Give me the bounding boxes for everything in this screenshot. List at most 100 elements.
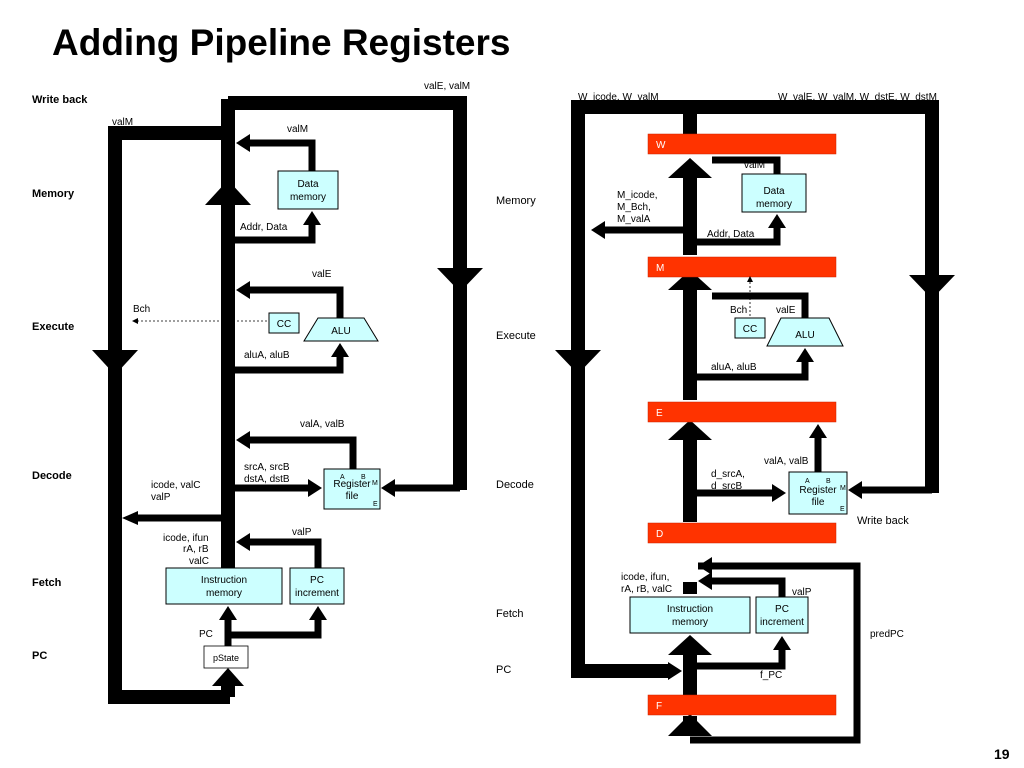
right-regfile-port-m: M <box>840 485 846 492</box>
right-alu <box>766 317 844 347</box>
right-data-memory-line2: memory <box>756 199 792 210</box>
left-sig-valm-outer: valM <box>112 117 133 128</box>
right-regfile-port-e: E <box>840 506 845 513</box>
right-sig-w-icode-valm: W_icode, W_valM <box>578 92 659 103</box>
left-stage-writeback: Write back <box>32 94 88 106</box>
left-regfile-port-e: E <box>373 501 378 508</box>
left-sig-valp-out: valP <box>151 492 171 503</box>
left-pc-inc-arrow <box>309 606 327 620</box>
left-sig-vale-valm: valE, valM <box>424 81 470 92</box>
right-sig-bch: Bch <box>730 305 747 316</box>
left-spine-up-arrowhead <box>205 180 251 205</box>
left-pstate-arrow <box>212 668 244 686</box>
right-sig-vale: valE <box>776 305 796 316</box>
left-pc-increment-line2: increment <box>295 588 339 599</box>
right-stage-execute: Execute <box>496 330 536 342</box>
left-stage-execute: Execute <box>32 321 74 333</box>
right-stage-pc: PC <box>496 664 511 676</box>
right-stage-fetch: Fetch <box>496 608 524 620</box>
left-sig-valp: valP <box>292 527 312 538</box>
right-register-w <box>647 133 837 155</box>
left-vale-arrow <box>236 281 250 299</box>
left-data-memory-line2: memory <box>290 192 326 203</box>
left-sig-alua-alub: aluA, aluB <box>244 350 290 361</box>
left-alua-alub-arrow <box>331 343 349 357</box>
right-register-w-label: W <box>656 140 666 151</box>
right-register-m <box>647 256 837 278</box>
right-src-arrow <box>772 484 786 502</box>
left-alu <box>303 317 379 342</box>
right-sig-m-vala: M_valA <box>617 214 651 225</box>
right-sig-valp: valP <box>792 587 812 598</box>
right-stage-decode: Decode <box>496 479 534 491</box>
right-w-writeback-arrowhead <box>909 275 955 299</box>
right-w-writeback-bus <box>690 100 939 493</box>
right-addr-data-wire <box>690 228 781 246</box>
right-instruction-memory-line1: Instruction <box>667 604 713 615</box>
left-alua-alub-wire <box>228 357 344 374</box>
left-sig-icode-ifun: icode, ifun <box>163 533 209 544</box>
right-sig-alua-alub: aluA, aluB <box>711 362 757 373</box>
left-valp-arrow <box>236 533 250 551</box>
right-cc-label: CC <box>743 324 757 335</box>
right-vala-valb-arrow <box>809 424 827 438</box>
left-cc-label: CC <box>277 319 291 330</box>
left-instruction-memory <box>165 567 283 605</box>
left-valm-loop-wire <box>108 126 230 704</box>
right-register-f <box>647 694 837 716</box>
right-sig-predpc: predPC <box>870 629 904 640</box>
right-instruction-memory <box>629 596 751 634</box>
left-pc-imem-arrow <box>219 606 237 620</box>
right-addr-data-arrow <box>768 214 786 228</box>
left-src-dst-arrow <box>308 479 322 497</box>
left-valm-arrow <box>236 134 250 152</box>
right-alua-alub-wire <box>690 362 809 381</box>
left-cc <box>268 312 300 334</box>
right-vale-wire <box>712 292 809 318</box>
left-data-memory <box>277 170 339 210</box>
left-sig-icode-valc: icode, valC <box>151 480 200 491</box>
right-sig-ra-rb-valc: rA, rB, valC <box>621 584 672 595</box>
right-data-memory <box>741 173 807 213</box>
right-diagram: Memory Execute Decode Fetch PC Write bac… <box>496 92 955 744</box>
right-sig-d-srca: d_srcA, <box>711 469 745 480</box>
right-alu-label: ALU <box>795 330 814 341</box>
left-regfile-port-m: M <box>372 480 378 487</box>
left-sig-valm: valM <box>287 124 308 135</box>
left-vala-valb-wire <box>250 436 357 469</box>
right-register-d-label: D <box>656 529 663 540</box>
left-pc-increment <box>289 567 345 605</box>
left-pstate <box>203 645 249 669</box>
right-register-d <box>647 522 837 544</box>
right-sig-icode-ifun: icode, ifun, <box>621 572 669 583</box>
left-stage-fetch: Fetch <box>32 577 62 589</box>
right-instruction-memory-line2: memory <box>672 617 708 628</box>
right-register-f-label: F <box>656 701 662 712</box>
right-predpc-arrow <box>698 557 712 575</box>
right-sig-w-all: W_valE, W_valM, W_dstE, W_dstM <box>778 92 937 103</box>
right-valp-wire <box>712 577 786 597</box>
right-sig-addr-data: Addr, Data <box>707 229 755 240</box>
left-pc-increment-line1: PC <box>310 575 324 586</box>
left-sig-dsta-dstb: dstA, dstB <box>244 474 290 485</box>
right-valm-wire <box>712 156 781 174</box>
left-sig-pc: PC <box>199 629 213 640</box>
right-data-memory-line1: Data <box>763 186 785 197</box>
right-w-input-arrow <box>668 158 712 178</box>
left-stage-pc: PC <box>32 650 47 662</box>
right-regfile-write-arrowhead <box>848 481 862 499</box>
right-register-e-label: E <box>656 408 663 419</box>
right-sig-d-srcb: d_srcB <box>711 481 742 492</box>
right-regfile-port-b: B <box>826 478 831 485</box>
left-data-memory-line1: Data <box>297 179 319 190</box>
left-sig-srca-srcb: srcA, srcB <box>244 462 290 473</box>
right-register-file <box>788 471 848 515</box>
right-m-signals-arrow <box>591 221 605 239</box>
left-alu-label: ALU <box>331 326 350 337</box>
left-stage-decode: Decode <box>32 470 72 482</box>
right-register-file-line2: file <box>812 497 825 508</box>
left-bch-arrow <box>132 318 138 324</box>
left-register-file-line1: Register <box>333 479 371 490</box>
left-vale-valm-arrowhead <box>437 268 483 292</box>
